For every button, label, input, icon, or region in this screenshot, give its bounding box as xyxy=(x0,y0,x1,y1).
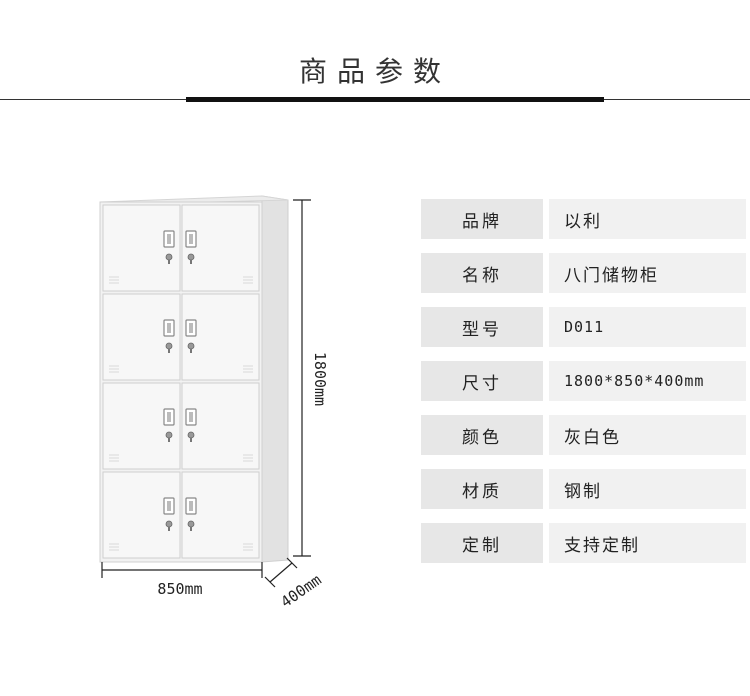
cabinet-door xyxy=(102,293,181,381)
param-value: 1800*850*400mm xyxy=(549,361,746,401)
door-key xyxy=(190,527,192,531)
param-row-model: 型号 D011 xyxy=(421,307,746,347)
door-handle-grip xyxy=(189,501,193,511)
door-key xyxy=(190,349,192,353)
param-label: 品牌 xyxy=(421,199,543,239)
width-dimension-label: 850mm xyxy=(157,580,203,598)
door-key xyxy=(168,260,170,264)
param-value: 以利 xyxy=(549,199,746,239)
door-key xyxy=(168,438,170,442)
param-row-color: 颜色 灰白色 xyxy=(421,415,746,455)
door-handle-grip xyxy=(189,234,193,244)
param-value: 钢制 xyxy=(549,469,746,509)
param-value: D011 xyxy=(549,307,746,347)
param-label: 材质 xyxy=(421,469,543,509)
cabinet-illustration xyxy=(99,195,289,563)
door-key xyxy=(168,527,170,531)
param-row-size: 尺寸 1800*850*400mm xyxy=(421,361,746,401)
door-key xyxy=(190,438,192,442)
param-row-custom: 定制 支持定制 xyxy=(421,523,746,563)
param-label: 颜色 xyxy=(421,415,543,455)
param-value: 支持定制 xyxy=(549,523,746,563)
param-label: 型号 xyxy=(421,307,543,347)
title-divider-thick xyxy=(186,97,604,102)
door-handle-grip xyxy=(167,501,171,511)
door-handle-grip xyxy=(189,412,193,422)
door-handle-grip xyxy=(167,323,171,333)
param-row-name: 名称 八门储物柜 xyxy=(421,253,746,293)
section-title: 商品参数 xyxy=(298,55,451,88)
param-label: 尺寸 xyxy=(421,361,543,401)
params-table: 品牌 以利 名称 八门储物柜 型号 D011 尺寸 1800*850*400mm… xyxy=(421,199,746,577)
param-row-material: 材质 钢制 xyxy=(421,469,746,509)
height-dimension-label: 1800mm xyxy=(311,351,329,407)
door-key xyxy=(168,349,170,353)
door-handle-grip xyxy=(189,323,193,333)
param-row-brand: 品牌 以利 xyxy=(421,199,746,239)
param-label: 名称 xyxy=(421,253,543,293)
param-value: 八门储物柜 xyxy=(549,253,746,293)
param-label: 定制 xyxy=(421,523,543,563)
door-handle-grip xyxy=(167,412,171,422)
param-value: 灰白色 xyxy=(549,415,746,455)
door-key xyxy=(190,260,192,264)
door-handle-grip xyxy=(167,234,171,244)
